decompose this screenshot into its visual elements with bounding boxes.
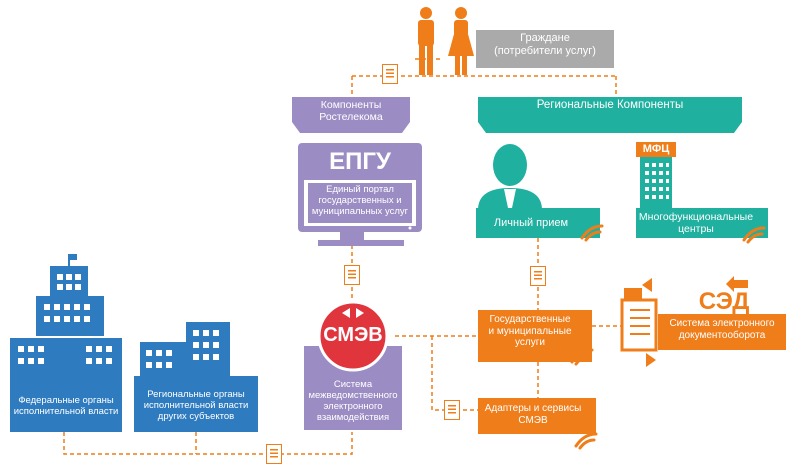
epgu-title: ЕПГУ xyxy=(329,148,391,175)
regional-header: Региональные Компоненты xyxy=(536,99,684,111)
regional-authority-windows xyxy=(146,330,219,368)
personal-reception-label: Личный прием xyxy=(493,217,569,229)
sed-arrow-left-icon xyxy=(642,278,652,292)
gov-services-label: Государственные и муниципальные услуги xyxy=(488,314,572,348)
swoosh-marks xyxy=(570,224,766,450)
mfc-building xyxy=(636,142,768,238)
federal-authority-label: Федеральные органы исполнительной власти xyxy=(13,395,119,417)
citizens-figures xyxy=(418,7,474,75)
rostelecom-header: Компоненты Ростелекома xyxy=(319,99,383,124)
smev-title: СМЭВ xyxy=(323,324,383,346)
document-icon xyxy=(444,400,460,420)
smev-node xyxy=(304,300,402,430)
document-icon xyxy=(266,444,282,464)
sed-description: Система электронного документооборота xyxy=(669,318,775,341)
document-icon xyxy=(382,64,398,84)
federal-windows xyxy=(18,274,112,364)
connectors xyxy=(63,58,622,455)
adapters-box xyxy=(478,398,596,434)
sed-title: СЭД xyxy=(698,288,750,315)
federal-buildings xyxy=(10,254,122,432)
mfc-label: Многофункциональные центры xyxy=(638,211,754,236)
regional-authority-label: Региональные органы исполнительной власт… xyxy=(143,389,249,422)
smev-arrow-right-icon xyxy=(356,308,364,318)
epgu-monitor xyxy=(298,143,422,246)
document-icon xyxy=(344,265,360,285)
mfc-sign: МФЦ xyxy=(642,143,670,155)
gov-services-box xyxy=(478,310,592,362)
smev-description: Система межведомственного электронного в… xyxy=(308,379,398,423)
document-icon xyxy=(530,266,546,286)
regional-authority-buildings xyxy=(134,322,258,432)
citizens-label: Граждане (потребители услуг) xyxy=(494,32,596,57)
smev-adapters-connector xyxy=(431,336,478,411)
sed-arrow-right-icon xyxy=(646,353,656,367)
smev-arrow-left-icon xyxy=(342,308,350,318)
adapters-label: Адаптеры и сервисы СМЭВ xyxy=(484,403,582,426)
bottom-connector xyxy=(63,432,353,455)
sed-document xyxy=(620,276,786,352)
epgu-description: Единый портал государственных и муниципа… xyxy=(311,184,409,217)
citizens-label-box xyxy=(476,30,614,68)
personal-reception-figure xyxy=(476,144,600,238)
